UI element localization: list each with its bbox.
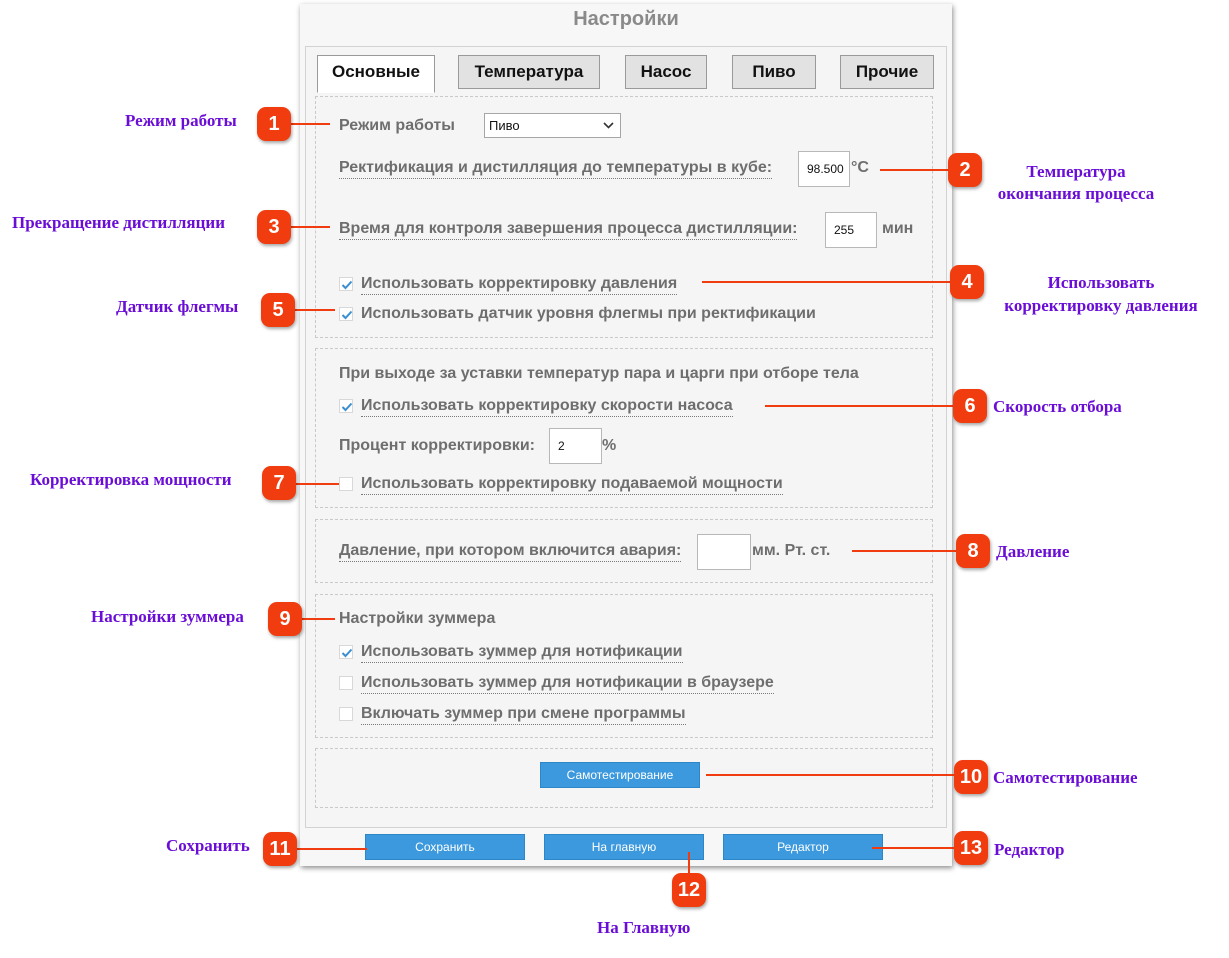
callout-line-11: [297, 848, 367, 850]
mode-select[interactable]: Пиво: [484, 113, 621, 138]
phlegm-checkbox[interactable]: [339, 307, 353, 321]
tab-temperature[interactable]: Температура: [458, 55, 600, 89]
time-label: Время для контроля завершения процесса д…: [339, 220, 798, 240]
buzzer-notify-label: Использовать зуммер для нотификации: [361, 643, 683, 663]
window-title: Настройки: [573, 8, 679, 30]
badge-3: 3: [257, 210, 291, 244]
badge-4: 4: [950, 265, 984, 299]
pressure-corr-label: Использовать корректировку давления: [361, 275, 678, 295]
callout-line-10: [706, 774, 954, 776]
rect-temp-unit: °C: [851, 159, 869, 176]
buzzer-browser-label: Использовать зуммер для нотификации в бр…: [361, 674, 774, 694]
annotation-6: Скорость отбора: [993, 397, 1122, 416]
section-selftest: [315, 748, 933, 808]
percent-unit: %: [602, 437, 617, 454]
badge-7: 7: [262, 466, 296, 500]
badge-8: 8: [956, 534, 990, 568]
correction-heading: При выходе за уставки температур пара и …: [339, 365, 859, 382]
badge-11: 11: [263, 832, 297, 866]
phlegm-label: Использовать датчик уровня флегмы при ре…: [361, 305, 816, 322]
annotation-10: Самотестирование: [993, 768, 1138, 787]
annotation-12: На Главную: [597, 918, 691, 937]
callout-line-4: [702, 281, 952, 283]
settings-window: Настройки: [300, 4, 952, 866]
section-correction: [315, 348, 933, 508]
badge-2: 2: [948, 153, 982, 187]
home-button[interactable]: На главную: [544, 834, 704, 860]
annotation-2-line1: Температура: [1026, 162, 1126, 181]
rect-temp-input[interactable]: 98.500: [798, 151, 850, 187]
selftest-button[interactable]: Самотестирование: [540, 762, 700, 788]
pressure-corr-checkbox[interactable]: [339, 277, 353, 291]
check-icon: [341, 402, 353, 412]
rect-temp-label: Ректификация и дистилляция до температур…: [339, 159, 773, 179]
badge-9: 9: [268, 602, 302, 636]
annotation-3: Прекращение дистилляции: [12, 213, 225, 232]
section-buzzer: [315, 594, 933, 738]
check-icon: [341, 310, 353, 320]
annotation-9: Настройки зуммера: [91, 607, 244, 626]
power-corr-label: Использовать корректировку подаваемой мо…: [361, 475, 783, 495]
alarm-unit: мм. Рт. ст.: [752, 542, 831, 559]
annotation-4-line2: корректировку давления: [1004, 296, 1198, 315]
callout-line-6: [765, 405, 953, 407]
buzzer-browser-checkbox[interactable]: [339, 676, 353, 690]
callout-line-1: [290, 123, 330, 125]
buzzer-notify-checkbox[interactable]: [339, 645, 353, 659]
section-main: [315, 96, 933, 338]
annotation-1: Режим работы: [125, 111, 237, 130]
editor-button[interactable]: Редактор: [723, 834, 883, 860]
badge-1: 1: [257, 107, 291, 141]
buzzer-program-label: Включать зуммер при смене программы: [361, 705, 686, 725]
save-button[interactable]: Сохранить: [365, 834, 525, 860]
check-icon: [341, 648, 353, 658]
buzzer-program-checkbox[interactable]: [339, 707, 353, 721]
percent-label: Процент корректировки:: [339, 437, 535, 454]
annotation-4-line1: Использовать: [1047, 273, 1155, 292]
alarm-label: Давление, при котором включится авария:: [339, 542, 682, 562]
tab-pump[interactable]: Насос: [625, 55, 707, 89]
callout-line-2: [880, 169, 948, 171]
callout-line-7: [295, 483, 339, 485]
annotation-5: Датчик флегмы: [116, 297, 239, 316]
badge-12: 12: [672, 873, 706, 907]
pump-corr-checkbox[interactable]: [339, 399, 353, 413]
mode-select-value: Пиво: [489, 118, 520, 133]
callout-line-12: [688, 852, 690, 876]
percent-input[interactable]: 2: [549, 428, 602, 464]
alarm-input[interactable]: [697, 534, 751, 570]
annotation-7: Корректировка мощности: [30, 470, 232, 489]
badge-13: 13: [954, 831, 988, 865]
badge-10: 10: [954, 760, 988, 794]
callout-line-5: [293, 309, 335, 311]
mode-label: Режим работы: [339, 117, 455, 134]
tab-basic[interactable]: Основные: [317, 55, 435, 93]
callout-line-8: [852, 550, 956, 552]
tab-other[interactable]: Прочие: [840, 55, 934, 89]
pump-corr-label: Использовать корректировку скорости насо…: [361, 397, 733, 417]
annotation-2-line2: окончания процесса: [997, 184, 1155, 203]
power-corr-checkbox[interactable]: [339, 477, 353, 491]
chevron-down-icon: [603, 122, 614, 129]
badge-5: 5: [261, 293, 295, 327]
buzzer-heading: Настройки зуммера: [339, 610, 496, 627]
callout-line-13: [872, 847, 956, 849]
annotation-13: Редактор: [994, 840, 1065, 859]
annotation-11: Сохранить: [166, 836, 250, 855]
badge-6: 6: [953, 389, 987, 423]
callout-line-3: [290, 226, 330, 228]
annotation-8: Давление: [996, 542, 1070, 561]
time-input[interactable]: 255: [825, 212, 877, 248]
check-icon: [341, 280, 353, 290]
callout-line-9: [301, 618, 335, 620]
time-unit: мин: [882, 220, 914, 237]
tab-beer[interactable]: Пиво: [732, 55, 816, 89]
